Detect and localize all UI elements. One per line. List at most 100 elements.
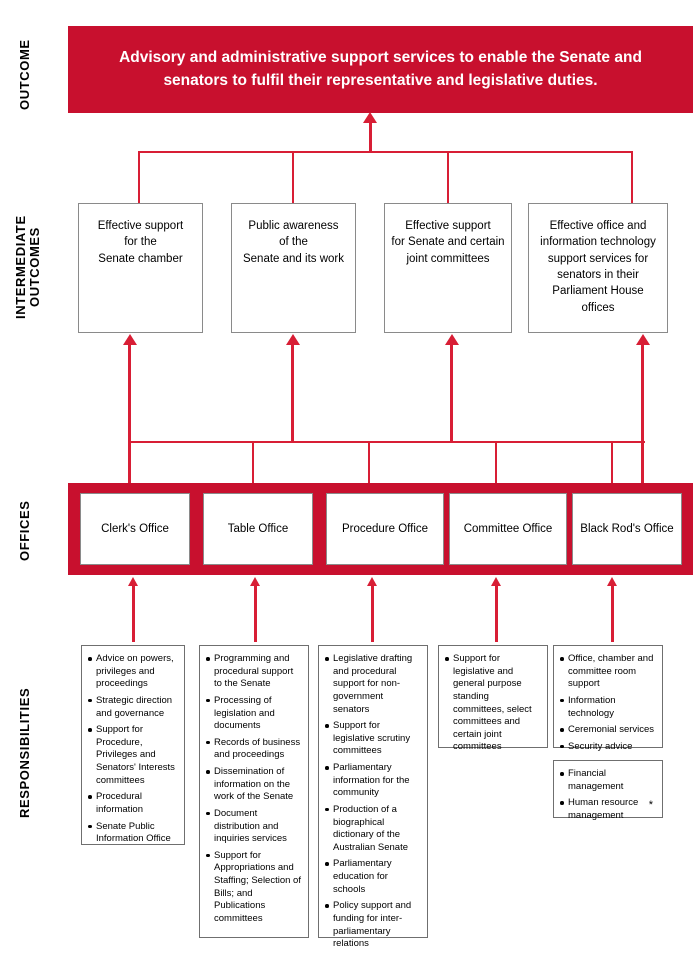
connector-drop-1	[138, 151, 140, 203]
responsibility-text: Security advice	[568, 740, 633, 752]
connector-resp-shaft-5	[611, 586, 614, 642]
connector-resp-shaft-1	[132, 586, 135, 642]
connector-resp-shaft-4	[495, 586, 498, 642]
responsibility-item: Office, chamber and committee room suppo…	[560, 653, 656, 691]
responsibilities-box-procedure-office: Legislative drafting and procedural supp…	[318, 645, 428, 949]
connector-io-arrowhead-3	[445, 334, 459, 345]
bullet-icon	[206, 853, 210, 858]
responsibilities-list-1: Advice on powers, privileges and proceed…	[88, 653, 178, 846]
responsibilities-box-black-rods-office: Office, chamber and committee room suppo…	[553, 645, 663, 752]
responsibility-text: Dissemination of information on the work…	[214, 766, 294, 803]
bullet-icon	[560, 698, 564, 703]
responsibility-item: Dissemination of information on the work…	[206, 766, 302, 804]
bullet-icon	[88, 824, 92, 828]
responsibility-text: Financial management	[568, 768, 624, 792]
bullet-icon	[325, 904, 329, 908]
responsibility-text: Records of business and proceedings	[214, 736, 301, 761]
connector-resp-arrowhead-4	[491, 577, 501, 586]
intermediate-outcome-text-1: Effective support for the Senate chamber	[97, 220, 184, 265]
intermediate-outcome-text-4: Effective office and information technol…	[540, 220, 656, 314]
bullet-icon	[560, 772, 564, 776]
responsibility-text: Procedural information	[96, 791, 143, 815]
responsibility-text: Support for legislative scrutiny committ…	[333, 720, 411, 757]
responsibility-item: Procedural information	[88, 791, 178, 816]
office-box-black-rods-office[interactable]: Black Rod's Office	[572, 493, 682, 565]
responsibility-text: Policy support and funding for inter-par…	[333, 900, 412, 950]
connector-io-shaft-1	[128, 345, 131, 483]
office-box-committee-office[interactable]: Committee Office	[449, 493, 567, 565]
bullet-icon	[88, 657, 92, 661]
intermediate-outcome-box-3: Effective support for Senate and certain…	[384, 203, 512, 333]
connector-resp-shaft-3	[371, 586, 374, 642]
outcome-banner: Advisory and administrative support serv…	[68, 26, 693, 113]
connector-io-arrowhead-1	[123, 334, 137, 345]
connector-io-step-drop-b	[368, 441, 370, 485]
responsibility-text: Parliamentary information for the commun…	[333, 762, 410, 799]
bullet-icon	[560, 744, 564, 749]
connector-io-step-drop-a	[252, 441, 254, 485]
responsibility-item: Human resource management	[560, 797, 656, 822]
office-label-1: Clerk's Office	[101, 522, 169, 535]
responsibility-item: Parliamentary information for the commun…	[325, 762, 421, 800]
responsibility-text: Senate Public Information Office	[96, 820, 171, 845]
responsibility-item: Production of a biographical dictionary …	[325, 804, 421, 855]
responsibility-text: Information technology	[568, 694, 616, 719]
connector-drop-4	[631, 151, 633, 203]
bullet-icon	[325, 657, 329, 661]
responsibilities-list-4: Support for legislative and general purp…	[445, 653, 541, 754]
connector-intermediate-bus	[138, 151, 633, 153]
responsibilities-box-committee-office: Support for legislative and general purp…	[438, 645, 548, 752]
responsibility-item: Information technology	[560, 695, 656, 720]
bullet-icon	[206, 770, 210, 774]
connector-io-step-drop-d	[611, 441, 613, 485]
footnote-marker: *	[648, 799, 653, 811]
responsibility-item: Advice on powers, privileges and proceed…	[88, 653, 178, 691]
bullet-icon	[560, 728, 564, 732]
rail-label-offices: OFFICES	[17, 500, 32, 562]
intermediate-outcome-box-2: Public awareness of the Senate and its w…	[231, 203, 356, 333]
outcome-statement: Advisory and administrative support serv…	[119, 49, 642, 89]
responsibility-text: Production of a biographical dictionary …	[333, 803, 408, 853]
responsibility-text: Support for Appropriations and Staffing;…	[214, 849, 301, 924]
responsibilities-list-3: Legislative drafting and procedural supp…	[325, 653, 421, 951]
bullet-icon	[560, 801, 564, 805]
responsibilities-box-clerks-office: Advice on powers, privileges and proceed…	[81, 645, 185, 845]
intermediate-outcome-text-2: Public awareness of the Senate and its w…	[242, 220, 344, 265]
bullet-icon	[88, 698, 92, 703]
responsibility-item: Support for Procedure, Privileges and Se…	[88, 724, 178, 787]
responsibility-item: Document distribution and inquiries serv…	[206, 808, 302, 846]
office-box-procedure-office[interactable]: Procedure Office	[326, 493, 444, 565]
responsibility-item: Programming and procedural support to th…	[206, 653, 302, 691]
connector-io-shaft-3	[450, 345, 453, 442]
bullet-icon	[206, 740, 210, 745]
responsibility-text: Parliamentary education for schools	[333, 858, 392, 895]
office-box-table-office[interactable]: Table Office	[203, 493, 313, 565]
connector-outcome-arrowhead	[363, 112, 377, 123]
connector-resp-arrowhead-2	[250, 577, 260, 586]
responsibilities-box-table-office: Programming and procedural support to th…	[199, 645, 309, 938]
bullet-icon	[325, 724, 329, 728]
responsibility-text: Ceremonial services	[568, 724, 655, 736]
responsibility-item: Ceremonial services	[560, 724, 656, 737]
bullet-icon	[88, 795, 92, 799]
responsibilities-list-2: Programming and procedural support to th…	[206, 653, 302, 926]
responsibility-text: Advice on powers, privileges and proceed…	[96, 653, 174, 690]
responsibility-text: Legislative drafting and procedural supp…	[333, 653, 413, 715]
connector-io-shaft-4	[641, 345, 644, 485]
connector-outcome-stem	[369, 120, 372, 152]
connector-drop-3	[447, 151, 449, 203]
responsibility-text: Document distribution and inquiries serv…	[214, 807, 287, 845]
offices-band: Clerk's Office Table Office Procedure Of…	[68, 483, 693, 575]
connector-resp-arrowhead-3	[367, 577, 377, 586]
office-box-clerks-office[interactable]: Clerk's Office	[80, 493, 190, 565]
responsibility-text: Human resource management	[568, 797, 639, 821]
responsibility-text: Strategic direction and governance	[96, 694, 173, 719]
responsibility-item: Security advice	[560, 741, 656, 754]
responsibility-item: Policy support and funding for inter-par…	[325, 900, 421, 951]
rail-label-outcome: OUTCOME	[17, 39, 32, 111]
bullet-icon	[560, 657, 564, 661]
responsibility-text: Office, chamber and committee room suppo…	[568, 653, 654, 690]
